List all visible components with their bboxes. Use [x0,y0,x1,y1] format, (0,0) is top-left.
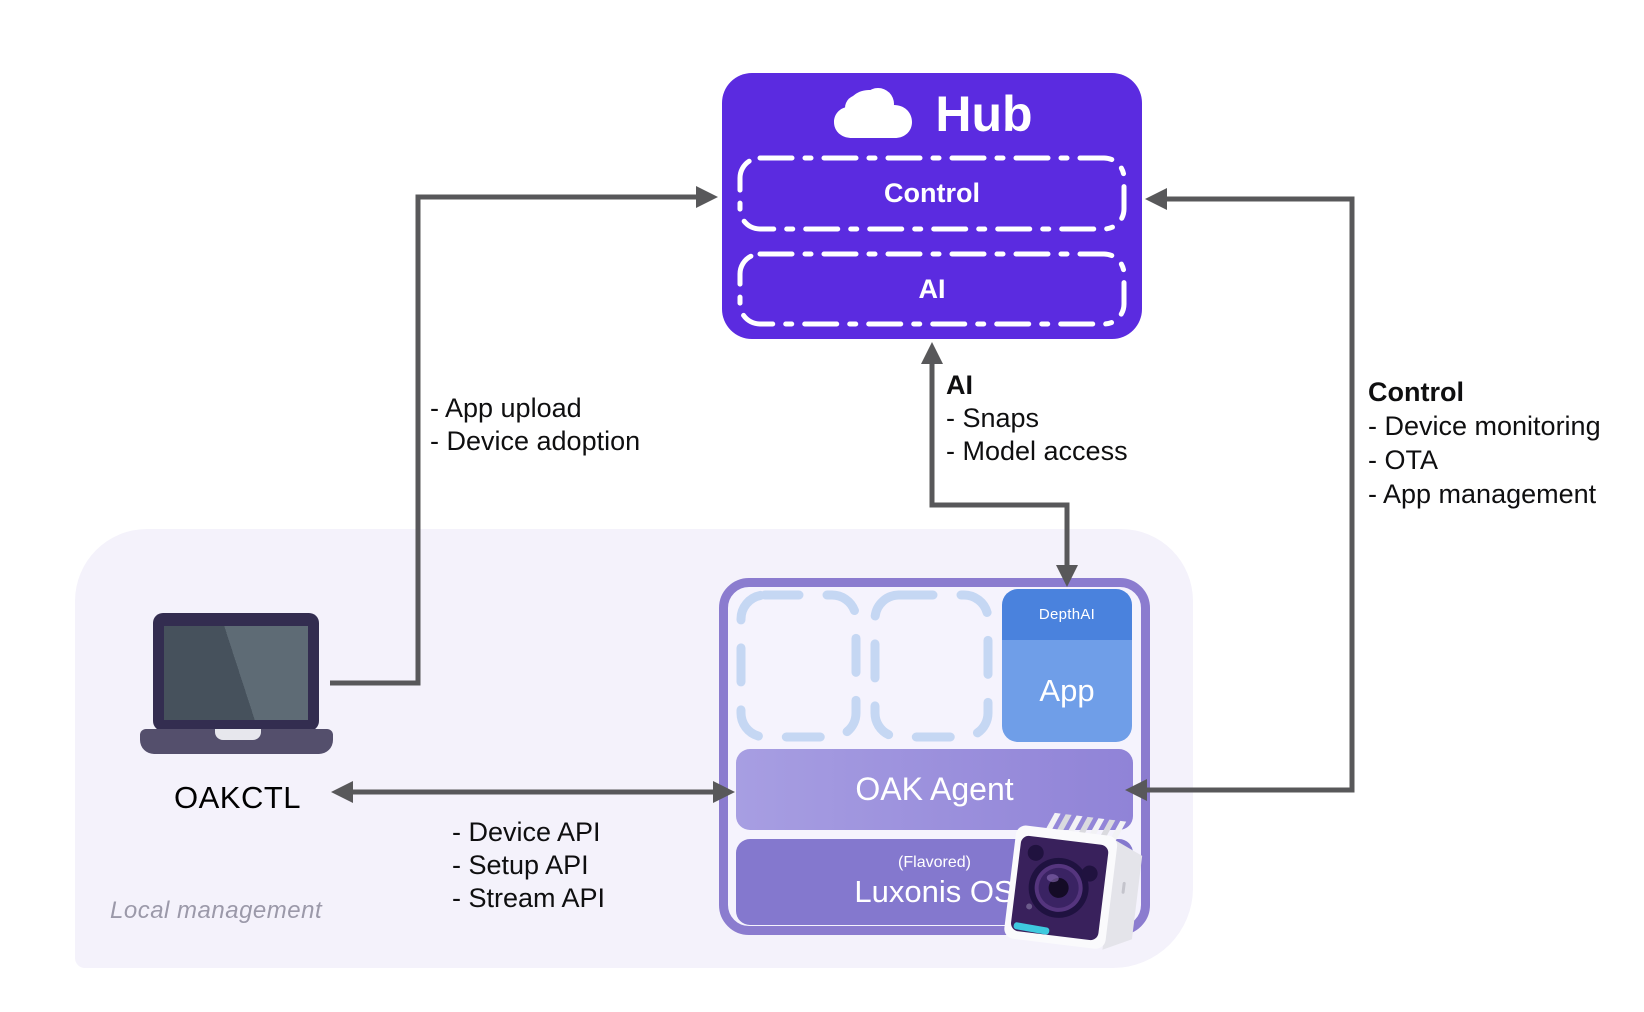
dashed-slot-frame [870,590,993,742]
note-line: - Device monitoring [1368,411,1601,441]
arrowhead [696,186,718,208]
dash-dot-frame [737,251,1127,327]
note-line: - Device adoption [430,426,641,456]
camera-icon [1004,812,1143,950]
arrowhead [921,342,943,364]
hub-title: Hub [935,86,1033,142]
laptop-notch [215,729,261,740]
control-flow-note: Control - Device monitoring - OTA - App … [1368,375,1601,511]
hub-control-label: Control [884,178,980,208]
oakctl-label: OAKCTL [173,780,302,815]
depthai-app-label: App [1002,640,1132,742]
depthai-app-header: DepthAI [1002,589,1132,640]
note-line: - Device API [452,817,601,847]
arrowhead [1145,188,1167,210]
note-line: - Model access [946,436,1128,466]
local-management-label: Local management [110,897,323,924]
note-heading: Control [1368,377,1464,407]
laptop-screen [164,626,308,720]
app-slot-placeholder [736,590,861,742]
oak-device-box: DepthAI App OAK Agent (Flavored) Luxonis… [719,578,1150,935]
note-line: - Snaps [946,403,1040,433]
camera-fins [1044,812,1127,841]
os-flavored-label: (Flavored) [898,854,971,871]
upload-flow-note: - App upload - Device adoption [430,392,640,458]
note-line: - App management [1368,479,1597,509]
hub-box: Hub Control AI [722,73,1142,339]
note-line: - Setup API [452,850,589,880]
note-heading: AI [946,370,973,400]
cloud-icon [834,88,913,138]
hub-ai-label: AI [918,273,946,304]
dash-dot-frame [737,155,1127,232]
note-line: - OTA [1368,445,1438,475]
depthai-app-box: DepthAI App [1002,589,1132,742]
dashed-slot-frame [736,590,861,742]
laptop-icon [140,610,335,755]
hub-module-control: Control [737,155,1127,232]
api-flow-note: - Device API - Setup API - Stream API [452,816,605,915]
hub-title-row: Hub [722,81,1142,147]
note-line: - App upload [430,393,582,423]
hub-module-ai: AI [737,251,1127,327]
note-line: - Stream API [452,883,606,913]
app-slot-placeholder [870,590,993,742]
ai-flow-note: AI - Snaps - Model access [946,369,1128,468]
os-name-label: Luxonis OS [854,874,1015,909]
